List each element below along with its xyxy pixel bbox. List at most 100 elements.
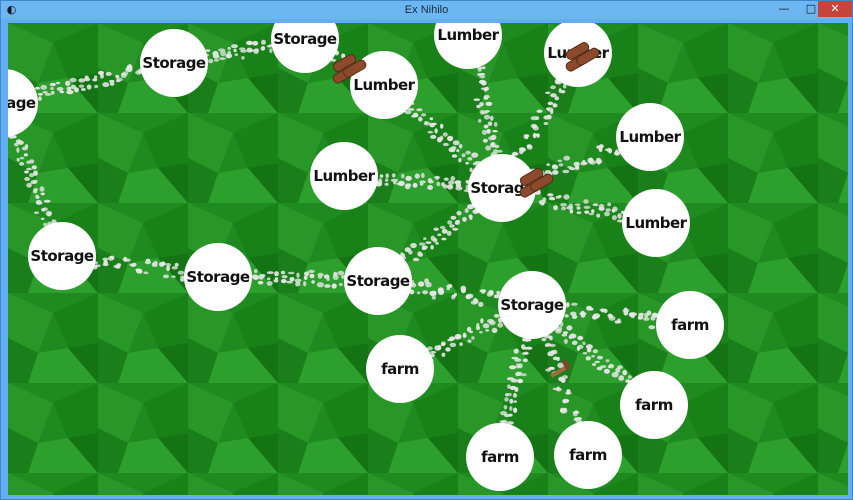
lumber-node-circle[interactable] — [434, 23, 502, 69]
road-stone — [615, 150, 619, 156]
farm-node-circle[interactable] — [554, 421, 622, 489]
lumber-node-circle[interactable] — [350, 51, 418, 119]
road-stone — [507, 384, 511, 389]
road-stone — [467, 157, 473, 161]
farm-building[interactable]: farm — [366, 335, 434, 403]
farm-building[interactable]: farm — [620, 371, 688, 439]
storage-building[interactable]: Storage — [28, 222, 96, 290]
road-stone — [592, 315, 600, 319]
storage-building[interactable]: Storage — [498, 271, 566, 339]
road-stone — [212, 50, 219, 57]
road-stone — [86, 84, 92, 90]
log — [332, 54, 357, 72]
road-stone — [484, 86, 489, 91]
farm-node-circle[interactable] — [466, 423, 534, 491]
game-map[interactable]: StorageStorageStorageStorageStorageStora… — [8, 23, 848, 495]
road-stone — [585, 344, 593, 350]
log — [530, 173, 554, 192]
road-stone — [584, 210, 590, 214]
lumber-building[interactable]: Lumber — [622, 189, 690, 257]
road-stone — [446, 287, 450, 291]
road-stone — [605, 208, 611, 212]
road-stone — [171, 275, 176, 278]
lumber-node-circle[interactable] — [622, 189, 690, 257]
road-stone — [487, 121, 493, 127]
road-stone — [471, 336, 475, 340]
lumber-building[interactable]: Lumber — [616, 103, 684, 171]
storage-building[interactable]: Storage — [468, 154, 536, 222]
road-stone — [416, 108, 423, 112]
road-stone — [231, 44, 238, 49]
storage-node-circle[interactable] — [468, 154, 536, 222]
farm-building[interactable]: farm — [466, 423, 534, 491]
close-button[interactable]: ✕ — [818, 1, 852, 17]
road-stone — [615, 367, 621, 373]
road-stone — [583, 199, 589, 204]
road-stone — [326, 277, 330, 281]
storage-label: Storage — [273, 30, 337, 48]
road-stone — [553, 205, 558, 211]
road-stone — [208, 58, 214, 64]
road-stone — [102, 263, 109, 267]
road-stone — [241, 56, 245, 60]
road-stone — [24, 144, 29, 149]
storage-node-circle[interactable] — [184, 243, 252, 311]
road-stone — [532, 132, 537, 139]
farm-label: farm — [671, 316, 709, 334]
lumber-node-circle[interactable] — [310, 142, 378, 210]
farm-building[interactable]: farm — [554, 421, 622, 489]
storage-node-circle[interactable] — [28, 222, 96, 290]
storage-building[interactable]: Storage — [271, 23, 339, 73]
game-controller-icon: ◐ — [6, 3, 17, 16]
road-stone — [436, 181, 441, 187]
storage-node-circle[interactable] — [271, 23, 339, 73]
road-stone — [630, 312, 637, 317]
storage-node-circle[interactable] — [498, 271, 566, 339]
lumber-building[interactable]: Lumber — [310, 142, 378, 210]
road-stone — [252, 40, 259, 46]
lumber-building[interactable]: Lumber — [350, 51, 418, 119]
road-stone — [423, 121, 431, 126]
maximize-button[interactable]: □ — [805, 2, 817, 15]
farm-node-circle[interactable] — [620, 371, 688, 439]
road-stone — [30, 180, 36, 185]
road-stone — [486, 128, 491, 134]
road-stone — [448, 180, 455, 185]
minimize-button[interactable]: — — [778, 2, 790, 15]
road-stone — [600, 308, 605, 313]
storage-node-circle[interactable] — [8, 69, 38, 137]
road-stone — [563, 407, 567, 412]
road-stone — [260, 274, 266, 278]
road-stone — [516, 371, 523, 376]
road-stone — [544, 344, 549, 347]
road-stone — [473, 298, 479, 304]
storage-building[interactable]: Storage — [344, 247, 412, 315]
storage-node-circle[interactable] — [344, 247, 412, 315]
farm-node-circle[interactable] — [656, 291, 724, 359]
farm-node-circle[interactable] — [366, 335, 434, 403]
map-canvas[interactable]: StorageStorageStorageStorageStorageStora… — [8, 23, 848, 495]
storage-building[interactable]: Storage — [8, 69, 38, 137]
storage-node-circle[interactable] — [140, 29, 208, 97]
lumber-building[interactable]: Lumber — [434, 23, 502, 69]
road-stone — [507, 392, 512, 397]
lumber-node-circle[interactable] — [616, 103, 684, 171]
lumber-label: Lumber — [437, 26, 499, 44]
road-stone — [378, 178, 383, 184]
storage-building[interactable]: Storage — [140, 29, 208, 97]
road-stone — [483, 94, 490, 99]
road-stone — [385, 173, 389, 178]
title-bar[interactable]: ◐ Ex Nihilo — □ ✕ — [1, 1, 852, 19]
storage-building[interactable]: Storage — [184, 243, 252, 311]
road-stone — [482, 138, 488, 143]
road-stone — [542, 197, 547, 202]
road-stone — [550, 93, 557, 98]
road-stone — [56, 87, 64, 91]
road-stone — [611, 208, 616, 213]
road-stone — [604, 211, 610, 217]
farm-building[interactable]: farm — [656, 291, 724, 359]
road-stone — [473, 98, 481, 101]
road-stone — [592, 349, 598, 354]
road-stone — [591, 354, 595, 358]
road-stone — [552, 387, 560, 391]
